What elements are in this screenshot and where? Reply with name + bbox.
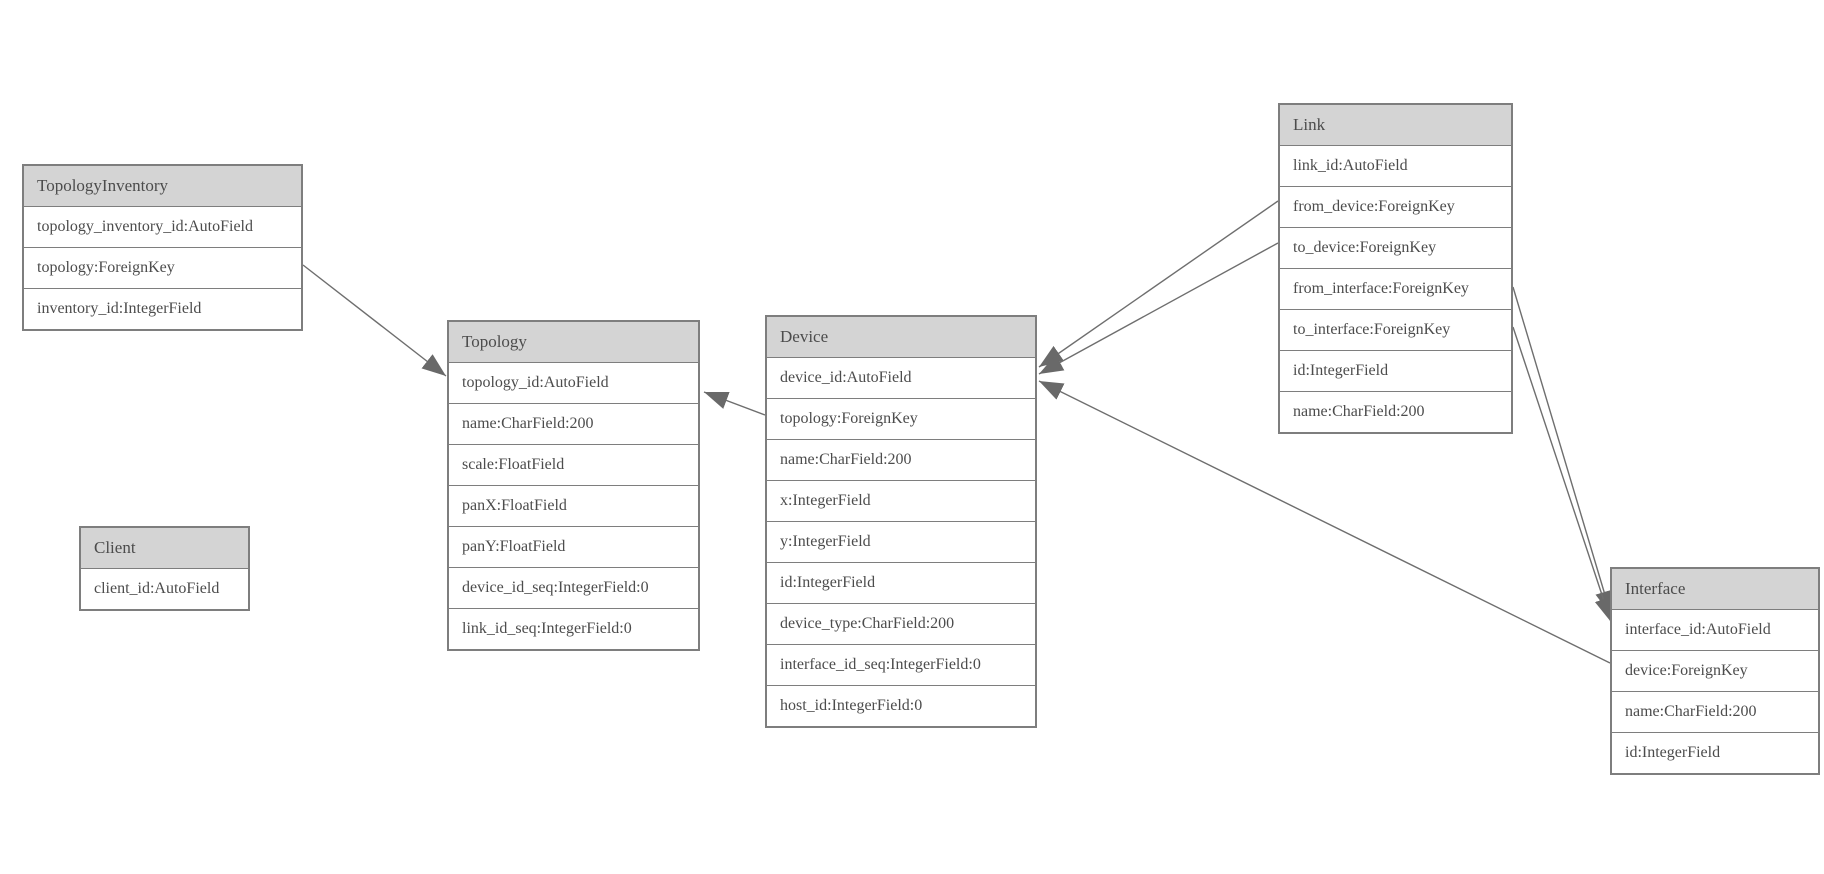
relation-link-frominterface-interface	[1512, 286, 1613, 616]
field-device-id: device_id:AutoField	[767, 358, 1035, 399]
entity-device-title: Device	[767, 317, 1035, 358]
relation-link-todevice-device	[1038, 242, 1279, 375]
field-id: id:IntegerField	[1612, 733, 1818, 773]
entity-interface-title: Interface	[1612, 569, 1818, 610]
field-scale: scale:FloatField	[449, 445, 698, 486]
field-to-device: to_device:ForeignKey	[1280, 228, 1511, 269]
field-inventory-id: inventory_id:IntegerField	[24, 289, 301, 329]
field-device-type: device_type:CharField:200	[767, 604, 1035, 645]
field-to-interface: to_interface:ForeignKey	[1280, 310, 1511, 351]
field-topology-inventory-id: topology_inventory_id:AutoField	[24, 207, 301, 248]
field-from-interface: from_interface:ForeignKey	[1280, 269, 1511, 310]
field-y: y:IntegerField	[767, 522, 1035, 563]
field-link-id: link_id:AutoField	[1280, 146, 1511, 187]
field-name: name:CharField:200	[1280, 392, 1511, 432]
field-link-id-seq: link_id_seq:IntegerField:0	[449, 609, 698, 649]
relation-topologyinventory-topology	[302, 264, 447, 377]
field-pany: panY:FloatField	[449, 527, 698, 568]
entity-topology[interactable]: Topology topology_id:AutoField name:Char…	[447, 320, 700, 651]
relation-link-tointerface-interface	[1512, 326, 1612, 623]
field-host-id: host_id:IntegerField:0	[767, 686, 1035, 726]
entity-topologyinventory-title: TopologyInventory	[24, 166, 301, 207]
field-id: id:IntegerField	[767, 563, 1035, 604]
entity-device[interactable]: Device device_id:AutoField topology:Fore…	[765, 315, 1037, 728]
entity-link[interactable]: Link link_id:AutoField from_device:Forei…	[1278, 103, 1513, 434]
field-id: id:IntegerField	[1280, 351, 1511, 392]
entity-topology-title: Topology	[449, 322, 698, 363]
field-interface-id-seq: interface_id_seq:IntegerField:0	[767, 645, 1035, 686]
entity-topologyinventory[interactable]: TopologyInventory topology_inventory_id:…	[22, 164, 303, 331]
field-x: x:IntegerField	[767, 481, 1035, 522]
field-name: name:CharField:200	[767, 440, 1035, 481]
entity-client-title: Client	[81, 528, 248, 569]
relation-link-fromdevice-device	[1038, 200, 1279, 368]
field-name: name:CharField:200	[1612, 692, 1818, 733]
relation-device-topology	[703, 391, 766, 416]
field-device-fk: device:ForeignKey	[1612, 651, 1818, 692]
field-from-device: from_device:ForeignKey	[1280, 187, 1511, 228]
field-topology-id: topology_id:AutoField	[449, 363, 698, 404]
field-name: name:CharField:200	[449, 404, 698, 445]
field-device-id-seq: device_id_seq:IntegerField:0	[449, 568, 698, 609]
entity-link-title: Link	[1280, 105, 1511, 146]
entity-interface[interactable]: Interface interface_id:AutoField device:…	[1610, 567, 1820, 775]
field-topology-fk: topology:ForeignKey	[24, 248, 301, 289]
entity-client[interactable]: Client client_id:AutoField	[79, 526, 250, 611]
field-interface-id: interface_id:AutoField	[1612, 610, 1818, 651]
field-panx: panX:FloatField	[449, 486, 698, 527]
field-topology-fk: topology:ForeignKey	[767, 399, 1035, 440]
field-client-id: client_id:AutoField	[81, 569, 248, 609]
